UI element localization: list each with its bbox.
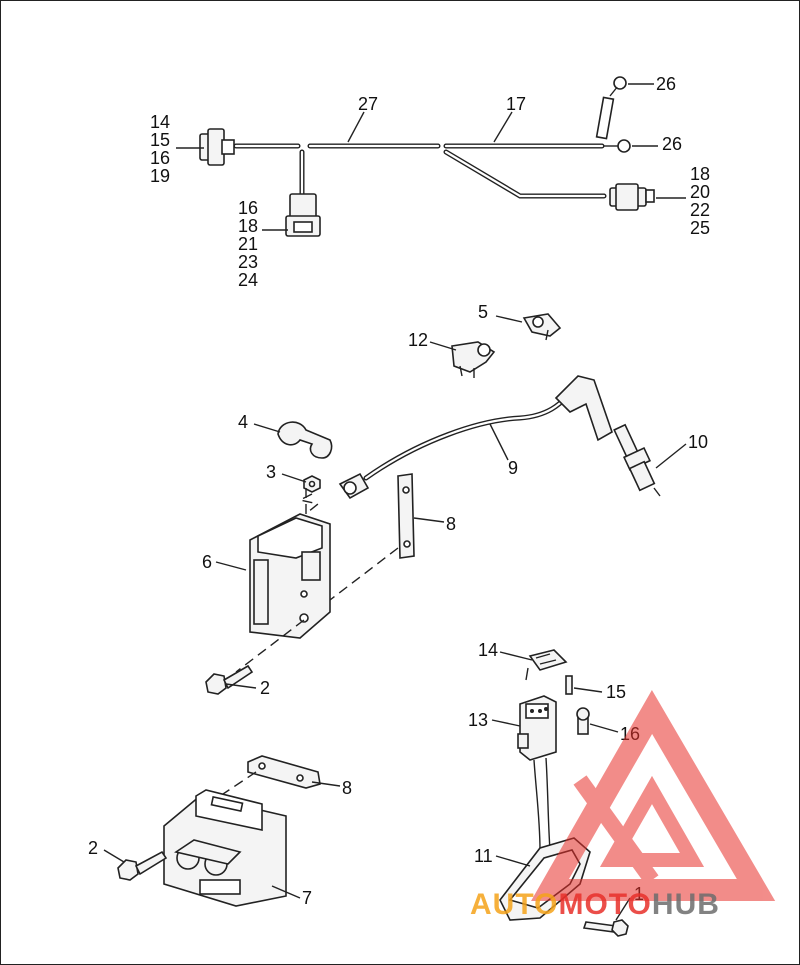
clamp-4 <box>277 421 333 459</box>
callout-19: 19 <box>150 166 170 186</box>
callout-26-lower: 26 <box>662 134 682 154</box>
harness-11-wires <box>533 757 551 851</box>
leader-dash-2a <box>235 619 305 673</box>
clip-12 <box>451 341 496 378</box>
callout-6: 6 <box>202 552 212 572</box>
spark-plug-cable-9 <box>338 375 613 500</box>
wiring-harness <box>199 76 655 237</box>
bracket-8-lower <box>247 755 321 789</box>
callout-23: 23 <box>238 252 258 272</box>
callout-26-upper: 26 <box>656 74 676 94</box>
callout-27: 27 <box>358 94 378 114</box>
callout-16b: 16 <box>238 198 258 218</box>
watermark-inner-triangle-icon <box>599 775 705 867</box>
callout-18a: 18 <box>690 164 710 184</box>
callout-labels: 14 15 16 19 27 17 26 26 18 20 22 25 16 1… <box>88 74 710 908</box>
callout-4: 4 <box>238 412 248 432</box>
harness-left-connector <box>199 128 235 166</box>
harness-branch-lower <box>443 149 607 199</box>
clip-5 <box>522 313 562 341</box>
bolt-2-upper <box>205 664 254 695</box>
callout-11: 11 <box>474 846 493 866</box>
callout-24: 24 <box>238 270 258 290</box>
callout-2-upper: 2 <box>260 678 270 698</box>
ignition-module-7 <box>163 789 287 907</box>
leader-dash-8 <box>329 547 399 601</box>
watermark-brand-text: AUTOMOTOHUB <box>470 888 720 921</box>
callout-16a: 16 <box>150 148 170 168</box>
callout-14a: 14 <box>150 112 170 132</box>
nut-3 <box>303 475 321 493</box>
leader-dash-3 <box>297 493 320 513</box>
callout-9: 9 <box>508 458 518 478</box>
connector-13 <box>517 695 557 761</box>
callout-8-lower: 8 <box>342 778 352 798</box>
callout-14b: 14 <box>478 640 498 660</box>
callout-21: 21 <box>238 234 258 254</box>
terminal-15 <box>565 675 573 695</box>
screw-16 <box>576 707 590 735</box>
callout-15b: 15 <box>606 682 626 702</box>
ignition-coil-6 <box>249 513 331 639</box>
harness-drop-connector <box>285 193 321 237</box>
ring-terminal-lower <box>604 139 631 153</box>
leader-lines <box>103 83 687 921</box>
callout-3: 3 <box>266 462 276 482</box>
callout-25: 25 <box>690 218 710 238</box>
bolt-2-lower <box>117 850 168 881</box>
spark-plug-10 <box>613 423 661 497</box>
callout-18b: 18 <box>238 216 258 236</box>
callout-7: 7 <box>302 888 312 908</box>
ring-terminal-upper <box>595 76 627 140</box>
callout-8-upper: 8 <box>446 514 456 534</box>
callout-5: 5 <box>478 302 488 322</box>
callout-17: 17 <box>506 94 526 114</box>
harness-right-connector <box>609 183 655 211</box>
callout-2-lower: 2 <box>88 838 98 858</box>
callout-13: 13 <box>468 710 488 730</box>
callout-15a: 15 <box>150 130 170 150</box>
watermark-logo <box>531 690 776 901</box>
callout-12: 12 <box>408 330 428 350</box>
bolt-1 <box>582 919 629 937</box>
watermark-brand: AUTOMOTOHUB <box>470 888 720 921</box>
leader-dash-8b <box>213 771 257 801</box>
bracket-8-upper <box>397 473 415 559</box>
callout-22: 22 <box>690 200 710 220</box>
callout-20: 20 <box>690 182 710 202</box>
callout-10: 10 <box>688 432 708 452</box>
terminal-lock-14 <box>525 649 568 681</box>
